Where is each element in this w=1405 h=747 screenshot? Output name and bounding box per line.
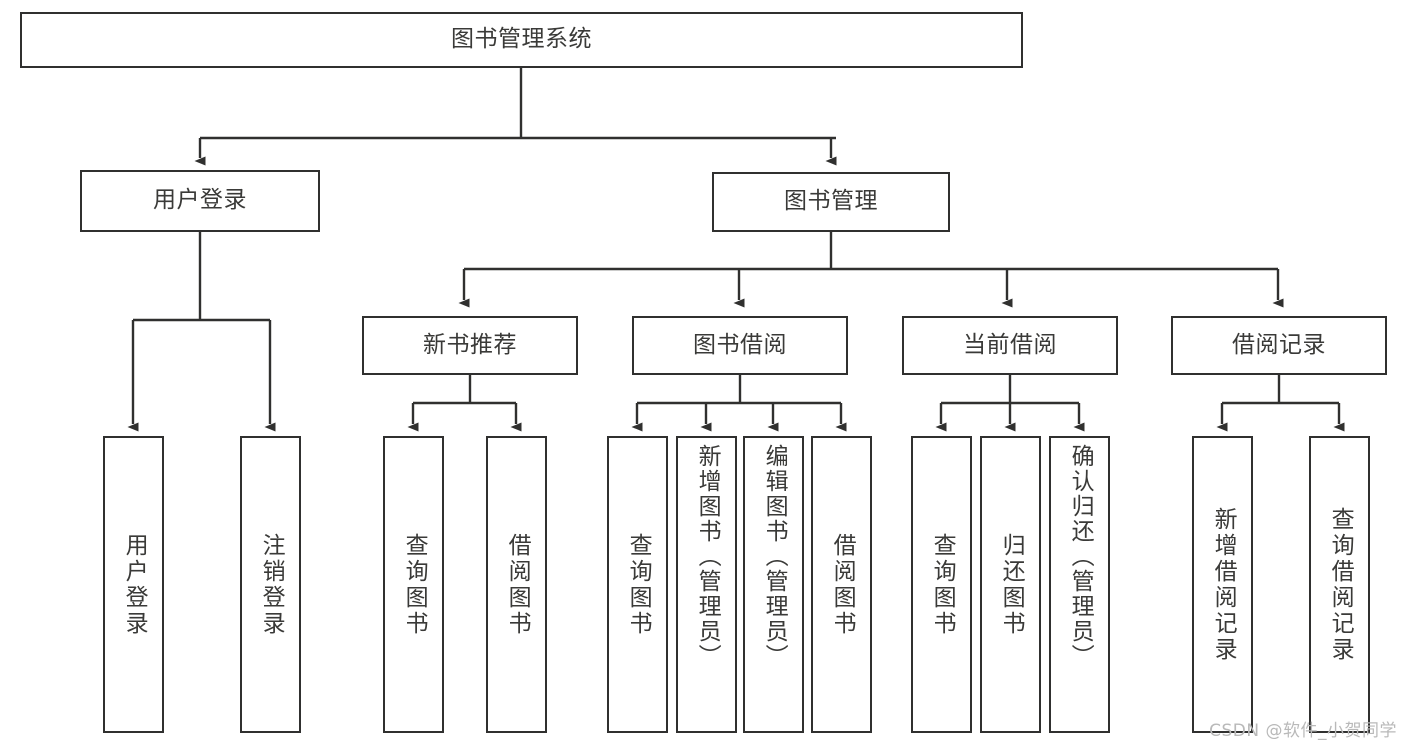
node-root[interactable]: 图书管理系统 — [20, 12, 1023, 68]
leaf-query-record[interactable]: 查询借阅记录 — [1309, 436, 1370, 733]
leaf-query-book-1-label: 查询图书 — [401, 532, 428, 637]
node-current-borrow[interactable]: 当前借阅 — [902, 316, 1118, 375]
node-current-borrow-label: 当前借阅 — [963, 331, 1057, 358]
node-book-manage[interactable]: 图书管理 — [712, 172, 950, 232]
leaf-user-login[interactable]: 用户登录 — [103, 436, 164, 733]
node-user-login[interactable]: 用户登录 — [80, 170, 320, 232]
leaf-user-logout-label: 注销登录 — [258, 532, 285, 637]
leaf-user-login-label: 用户登录 — [121, 532, 148, 637]
leaf-query-book-3[interactable]: 查询图书 — [911, 436, 972, 733]
leaf-return-book[interactable]: 归还图书 — [980, 436, 1041, 733]
node-borrow-record-label: 借阅记录 — [1232, 331, 1326, 358]
leaf-borrow-book-1-label: 借阅图书 — [504, 532, 531, 637]
leaf-return-book-label: 归还图书 — [998, 532, 1025, 637]
node-book-manage-label: 图书管理 — [784, 188, 878, 215]
leaf-borrow-book-1[interactable]: 借阅图书 — [486, 436, 547, 733]
node-new-book-rec-label: 新书推荐 — [423, 331, 517, 358]
leaf-confirm-return-label: 确认归还（管理员） — [1067, 444, 1094, 669]
leaf-add-record-label: 新增借阅记录 — [1210, 506, 1237, 663]
leaf-query-book-3-label: 查询图书 — [929, 532, 956, 637]
node-user-login-label: 用户登录 — [153, 187, 247, 214]
leaf-query-record-label: 查询借阅记录 — [1327, 506, 1354, 663]
leaf-query-book-1[interactable]: 查询图书 — [383, 436, 444, 733]
leaf-add-book[interactable]: 新增图书（管理员） — [676, 436, 737, 733]
leaf-add-book-label: 新增图书（管理员） — [694, 444, 721, 669]
leaf-borrow-book-2[interactable]: 借阅图书 — [811, 436, 872, 733]
node-book-borrow[interactable]: 图书借阅 — [632, 316, 848, 375]
leaf-confirm-return[interactable]: 确认归还（管理员） — [1049, 436, 1110, 733]
leaf-borrow-book-2-label: 借阅图书 — [829, 532, 856, 637]
leaf-user-logout[interactable]: 注销登录 — [240, 436, 301, 733]
leaf-edit-book[interactable]: 编辑图书（管理员） — [743, 436, 804, 733]
leaf-edit-book-label: 编辑图书（管理员） — [761, 444, 788, 669]
leaf-query-book-2[interactable]: 查询图书 — [607, 436, 668, 733]
node-new-book-rec[interactable]: 新书推荐 — [362, 316, 578, 375]
leaf-query-book-2-label: 查询图书 — [625, 532, 652, 637]
node-root-label: 图书管理系统 — [451, 26, 592, 53]
leaf-add-record[interactable]: 新增借阅记录 — [1192, 436, 1253, 733]
node-borrow-record[interactable]: 借阅记录 — [1171, 316, 1387, 375]
node-book-borrow-label: 图书借阅 — [693, 331, 787, 358]
